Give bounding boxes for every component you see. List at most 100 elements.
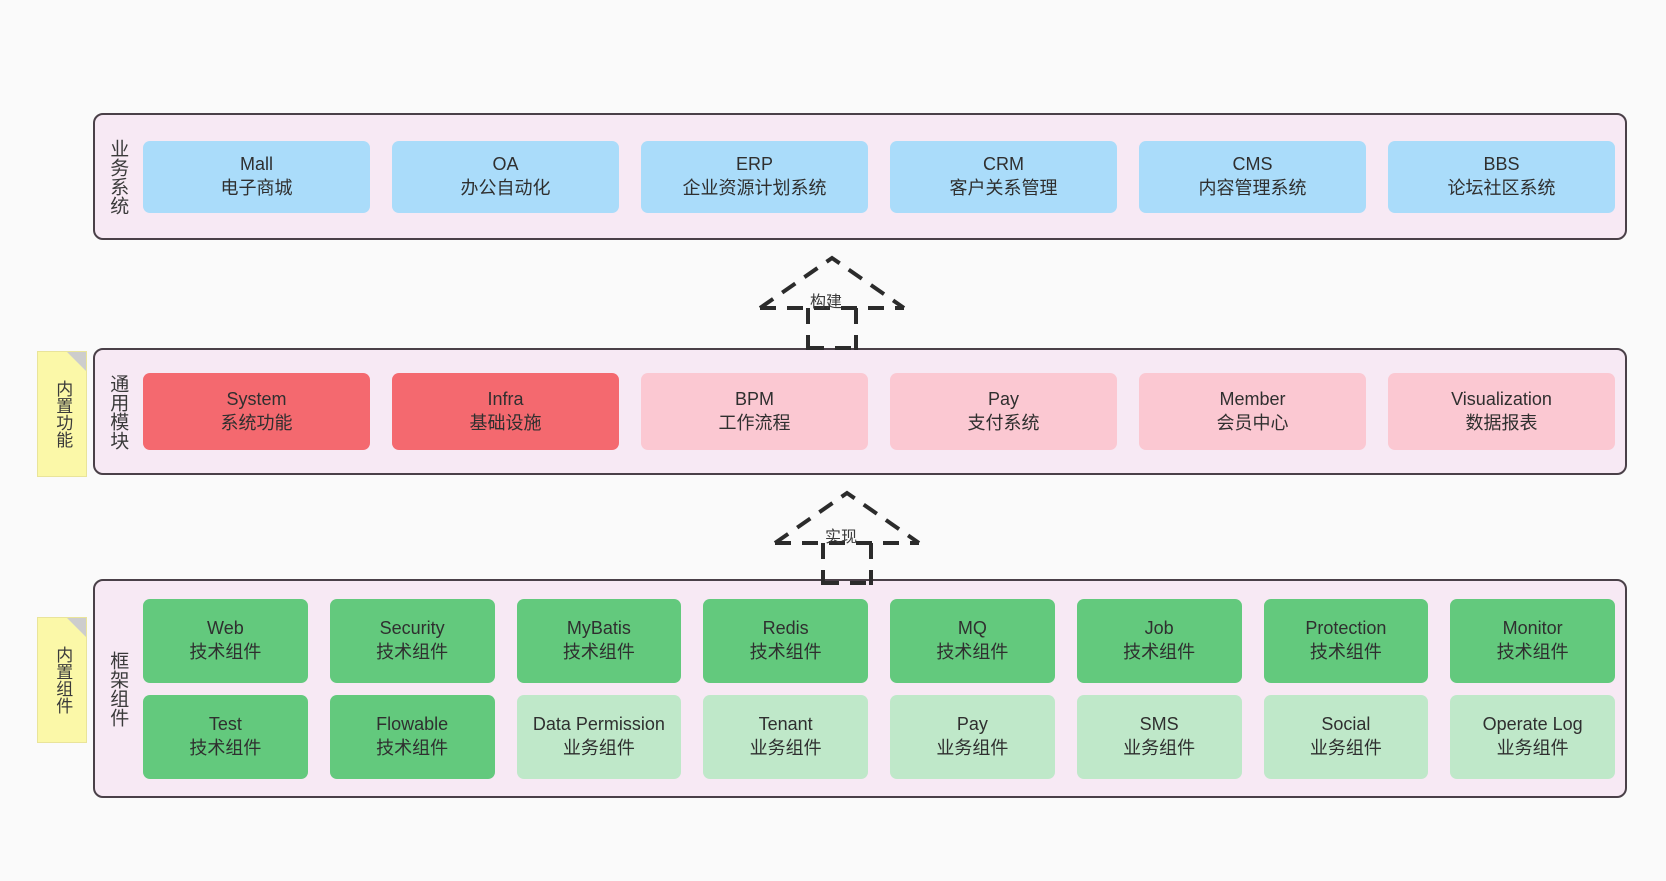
note-label: 内置功能 [53, 380, 73, 448]
note-builtin-components[interactable]: 内置组件 [37, 617, 87, 743]
node-subtitle: 业务组件 [1123, 737, 1196, 758]
node-sms[interactable]: SMS 业务组件 [1076, 694, 1242, 779]
node-title: BBS [1483, 153, 1520, 174]
node-title: Social [1321, 713, 1371, 734]
node-visualization[interactable]: Visualization 数据报表 [1388, 373, 1615, 450]
node-subtitle: 办公自动化 [460, 177, 551, 198]
node-title: SMS [1139, 713, 1179, 734]
node-title: Protection [1305, 617, 1387, 638]
node-flowable[interactable]: Flowable 技术组件 [329, 694, 495, 779]
node-title: ERP [735, 153, 773, 174]
node-erp[interactable]: ERP 企业资源计划系统 [641, 140, 868, 213]
node-subtitle: 数据报表 [1465, 412, 1538, 433]
node-subtitle: 基础设施 [469, 412, 542, 433]
layer-title-business: 业务系统 [107, 138, 129, 215]
node-subtitle: 技术组件 [1496, 641, 1569, 662]
node-title: Pay [987, 388, 1020, 409]
node-oa[interactable]: OA 办公自动化 [392, 140, 619, 213]
connector-label-implement: 实现 [825, 529, 858, 546]
node-title: Member [1219, 388, 1286, 409]
node-operate-log[interactable]: Operate Log 业务组件 [1450, 694, 1615, 779]
connector-build: 构建 [752, 252, 912, 350]
node-member[interactable]: Member 会员中心 [1139, 373, 1366, 450]
node-title: Mall [239, 153, 273, 174]
note-builtin-features[interactable]: 内置功能 [37, 351, 87, 477]
cell-row: Mall 电子商城 OA 办公自动化 ERP 企业资源计划系统 CRM 客户关系… [143, 140, 1615, 213]
node-subtitle: 电子商城 [220, 177, 293, 198]
node-subtitle: 技术组件 [376, 737, 449, 758]
node-title: Security [379, 617, 445, 638]
node-title: Test [208, 713, 242, 734]
node-redis[interactable]: Redis 技术组件 [703, 598, 868, 683]
node-subtitle: 业务组件 [1496, 737, 1569, 758]
node-monitor[interactable]: Monitor 技术组件 [1450, 598, 1615, 683]
node-subtitle: 支付系统 [967, 412, 1040, 433]
node-subtitle: 工作流程 [718, 412, 791, 433]
node-subtitle: 技术组件 [189, 641, 262, 662]
node-mybatis[interactable]: MyBatis 技术组件 [516, 598, 682, 683]
node-web[interactable]: Web 技术组件 [143, 598, 308, 683]
layer-framework-components[interactable]: 框架组件 Web 技术组件 Security 技术组件 MyBatis 技术组件… [93, 579, 1627, 798]
node-mq[interactable]: MQ 技术组件 [890, 598, 1055, 683]
connector-label-build: 构建 [810, 294, 843, 311]
node-crm[interactable]: CRM 客户关系管理 [890, 140, 1117, 213]
node-subtitle: 业务组件 [562, 737, 635, 758]
node-pay[interactable]: Pay 支付系统 [890, 373, 1117, 450]
node-subtitle: 业务组件 [749, 737, 822, 758]
node-data-permission[interactable]: Data Permission 业务组件 [516, 694, 682, 779]
cell-row: System 系统功能 Infra 基础设施 BPM 工作流程 Pay 支付系统… [143, 373, 1615, 450]
node-title: MyBatis [566, 617, 631, 638]
node-social[interactable]: Social 业务组件 [1263, 694, 1429, 779]
node-title: Redis [762, 617, 809, 638]
node-job[interactable]: Job 技术组件 [1076, 598, 1242, 683]
node-subtitle: 技术组件 [1123, 641, 1196, 662]
node-title: Tenant [758, 713, 813, 734]
node-mall[interactable]: Mall 电子商城 [143, 140, 370, 213]
node-subtitle: 系统功能 [220, 412, 293, 433]
node-tenant[interactable]: Tenant 业务组件 [703, 694, 868, 779]
layer-body-business: Mall 电子商城 OA 办公自动化 ERP 企业资源计划系统 CRM 客户关系… [139, 115, 1625, 238]
node-infra[interactable]: Infra 基础设施 [392, 373, 619, 450]
layer-common-modules[interactable]: 通用模块 System 系统功能 Infra 基础设施 BPM 工作流程 Pay… [93, 348, 1627, 475]
node-protection[interactable]: Protection 技术组件 [1263, 598, 1429, 683]
node-subtitle: 技术组件 [189, 737, 262, 758]
node-subtitle: 技术组件 [936, 641, 1009, 662]
layer-business-systems[interactable]: 业务系统 Mall 电子商城 OA 办公自动化 ERP 企业资源计划系统 CRM… [93, 113, 1627, 240]
node-subtitle: 技术组件 [376, 641, 449, 662]
node-subtitle: 论坛社区系统 [1447, 177, 1556, 198]
layer-body-common: System 系统功能 Infra 基础设施 BPM 工作流程 Pay 支付系统… [139, 350, 1625, 473]
node-system[interactable]: System 系统功能 [143, 373, 370, 450]
cell-row: Test 技术组件 Flowable 技术组件 Data Permission … [143, 694, 1615, 779]
node-cms[interactable]: CMS 内容管理系统 [1139, 140, 1366, 213]
layer-title-common: 通用模块 [107, 373, 129, 450]
node-pay-component[interactable]: Pay 业务组件 [890, 694, 1055, 779]
node-title: MQ [957, 617, 987, 638]
note-fold-icon [67, 618, 86, 637]
node-bpm[interactable]: BPM 工作流程 [641, 373, 868, 450]
node-title: Flowable [376, 713, 449, 734]
node-subtitle: 技术组件 [749, 641, 822, 662]
node-security[interactable]: Security 技术组件 [329, 598, 495, 683]
node-title: BPM [734, 388, 774, 409]
node-subtitle: 客户关系管理 [949, 177, 1058, 198]
node-title: CRM [983, 153, 1024, 174]
layer-title-framework: 框架组件 [107, 650, 129, 727]
node-subtitle: 内容管理系统 [1198, 177, 1307, 198]
node-title: Data Permission [532, 713, 665, 734]
node-title: Infra [487, 388, 524, 409]
note-label: 内置组件 [53, 646, 73, 714]
node-bbs[interactable]: BBS 论坛社区系统 [1388, 140, 1615, 213]
node-title: Operate Log [1482, 713, 1583, 734]
node-title: Monitor [1502, 617, 1563, 638]
cell-row: Web 技术组件 Security 技术组件 MyBatis 技术组件 Redi… [143, 598, 1615, 683]
node-title: Pay [956, 713, 988, 734]
node-subtitle: 业务组件 [1309, 737, 1382, 758]
node-title: Job [1144, 617, 1174, 638]
node-title: Visualization [1451, 388, 1552, 409]
node-subtitle: 企业资源计划系统 [682, 177, 827, 198]
node-test[interactable]: Test 技术组件 [143, 694, 308, 779]
node-subtitle: 会员中心 [1216, 412, 1289, 433]
node-subtitle: 技术组件 [1309, 641, 1382, 662]
node-title: System [226, 388, 287, 409]
